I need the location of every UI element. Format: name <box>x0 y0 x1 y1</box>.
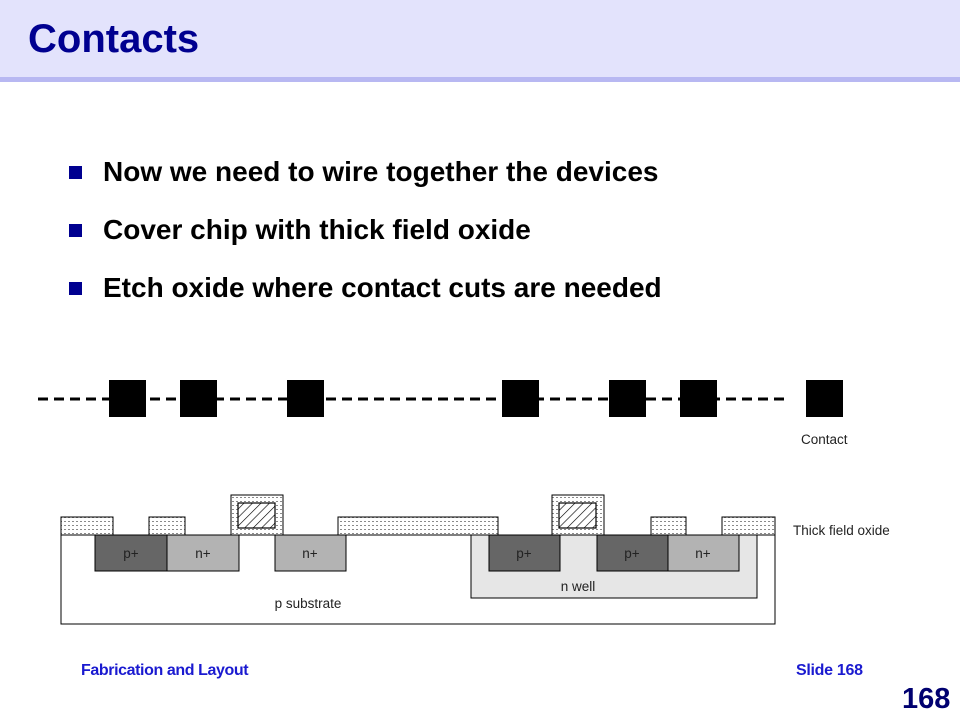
layout-view: Contact <box>38 380 848 447</box>
bullet-item: Now we need to wire together the devices <box>66 150 662 208</box>
contact-cut <box>180 380 217 417</box>
bullet-text: Cover chip with thick field oxide <box>103 214 531 245</box>
contact-cut <box>109 380 146 417</box>
polysilicon-gate <box>558 502 597 529</box>
square-bullet-icon <box>69 224 82 237</box>
polysilicon-gate <box>237 502 276 529</box>
diffusion-label: p+ <box>624 546 640 561</box>
contact-legend-swatch <box>806 380 843 417</box>
contact-label: Contact <box>801 432 848 447</box>
footer-course-title: Fabrication and Layout <box>81 662 249 679</box>
diffusion-label: n+ <box>695 546 711 561</box>
field-oxide <box>60 516 114 536</box>
title-bar <box>0 0 960 77</box>
contact-cut <box>502 380 539 417</box>
bullet-item: Etch oxide where contact cuts are needed <box>66 266 662 324</box>
diffusion-label: n+ <box>302 546 318 561</box>
square-bullet-icon <box>69 166 82 179</box>
p-plus-diffusion <box>596 534 669 572</box>
title-divider <box>0 77 960 82</box>
page-number: 168 <box>902 683 951 715</box>
n-well-label: n well <box>561 579 596 594</box>
n-plus-diffusion <box>274 534 347 572</box>
diffusion-label: p+ <box>123 546 139 561</box>
cross-section: p+ n+ n+ p+ p+ n+ n well p substrate Thi… <box>60 494 890 625</box>
field-oxide <box>148 516 186 536</box>
bullet-text: Etch oxide where contact cuts are needed <box>103 272 662 303</box>
p-substrate-label: p substrate <box>275 596 342 611</box>
p-plus-diffusion <box>94 534 168 572</box>
n-plus-diffusion <box>166 534 240 572</box>
diffusion-label: p+ <box>516 546 532 561</box>
p-plus-diffusion <box>488 534 561 572</box>
thick-field-oxide-label: Thick field oxide <box>793 523 890 538</box>
field-oxide <box>721 516 776 536</box>
contact-cut <box>287 380 324 417</box>
contact-cut <box>680 380 717 417</box>
square-bullet-icon <box>69 282 82 295</box>
field-oxide <box>650 516 687 536</box>
field-oxide <box>337 516 499 536</box>
n-plus-diffusion <box>667 534 740 572</box>
bullet-text: Now we need to wire together the devices <box>103 156 659 187</box>
bullet-list: Now we need to wire together the devices… <box>66 150 662 324</box>
footer-slide-label: Slide 168 <box>796 662 863 679</box>
slide-title: Contacts <box>28 17 200 61</box>
diffusion-label: n+ <box>195 546 211 561</box>
contact-cut <box>609 380 646 417</box>
bullet-item: Cover chip with thick field oxide <box>66 208 662 266</box>
